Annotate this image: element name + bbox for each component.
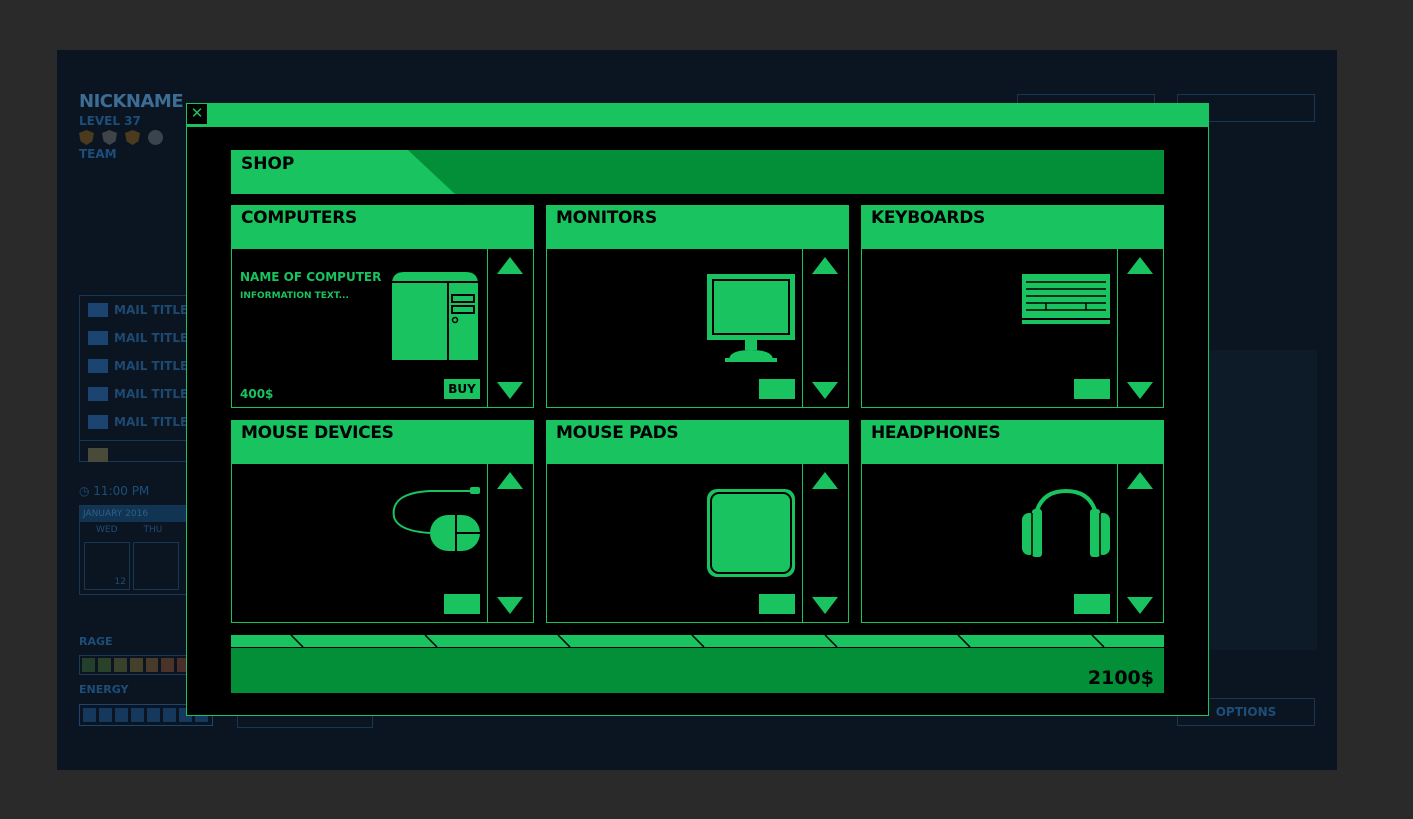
category-card-keyboards: KEYBOARDS bbox=[861, 205, 1164, 408]
envelope-icon bbox=[88, 303, 108, 317]
buy-button[interactable] bbox=[759, 379, 795, 399]
scroll-up-icon[interactable] bbox=[497, 472, 523, 489]
badge-row bbox=[79, 130, 163, 145]
card-scroll bbox=[802, 249, 848, 407]
shop-header: SHOP bbox=[231, 150, 1164, 194]
energy-bar bbox=[79, 704, 213, 726]
room-scene bbox=[1207, 350, 1317, 650]
badge-icon bbox=[125, 130, 140, 145]
buy-button[interactable] bbox=[444, 594, 480, 614]
calendar-day: THU bbox=[143, 525, 163, 535]
buy-button[interactable]: BUY bbox=[444, 379, 480, 399]
close-icon[interactable]: ✕ bbox=[186, 103, 208, 125]
envelope-icon bbox=[88, 331, 108, 345]
mail-panel: MAIL TITLE MAIL TITLE MAIL TITLE MAIL TI… bbox=[79, 295, 201, 462]
buy-button[interactable] bbox=[1074, 379, 1110, 399]
item-price: 400$ bbox=[240, 387, 274, 401]
card-title: HEADPHONES bbox=[871, 423, 1001, 443]
computer-tower-icon bbox=[392, 272, 478, 360]
card-header: HEADPHONES bbox=[862, 421, 1163, 464]
mail-title: MAIL TITLE bbox=[114, 303, 189, 317]
game-clock: ◷ 11:00 PM bbox=[79, 484, 150, 498]
mouse-icon bbox=[392, 487, 480, 551]
card-title: MONITORS bbox=[556, 208, 657, 228]
card-scroll bbox=[487, 249, 533, 407]
keyboard-icon bbox=[1022, 274, 1110, 324]
monitor-icon bbox=[707, 274, 795, 362]
category-card-headphones: HEADPHONES bbox=[861, 420, 1164, 623]
energy-label: ENERGY bbox=[79, 683, 129, 696]
scroll-down-icon[interactable] bbox=[1127, 597, 1153, 614]
scroll-down-icon[interactable] bbox=[497, 382, 523, 399]
calendar-month: JANUARY 2016 bbox=[80, 506, 190, 522]
calendar-date: 12 bbox=[114, 577, 126, 587]
calendar-cell bbox=[133, 542, 179, 590]
shop-modal: ✕ SHOP COMPUTERS NAME OF COMPUTER INFORM… bbox=[186, 103, 1209, 716]
mail-compose[interactable] bbox=[80, 440, 200, 469]
calendar-cell: 12 bbox=[84, 542, 130, 590]
segment-dividers bbox=[290, 635, 1105, 647]
envelope-icon bbox=[88, 415, 108, 429]
shop-footer: 2100$ bbox=[231, 648, 1164, 693]
card-header: MOUSE DEVICES bbox=[232, 421, 533, 464]
card-scroll bbox=[487, 464, 533, 622]
mail-title: MAIL TITLE bbox=[114, 387, 189, 401]
mail-title: MAIL TITLE bbox=[114, 415, 189, 429]
card-header: MOUSE PADS bbox=[547, 421, 848, 464]
calendar-day: WED bbox=[96, 525, 118, 535]
scroll-down-icon[interactable] bbox=[1127, 382, 1153, 399]
item-info: INFORMATION TEXT... bbox=[240, 291, 349, 301]
category-card-mouse-pads: MOUSE PADS bbox=[546, 420, 849, 623]
scroll-down-icon[interactable] bbox=[812, 597, 838, 614]
rage-label: RAGE bbox=[79, 635, 113, 648]
scroll-down-icon[interactable] bbox=[812, 382, 838, 399]
envelope-icon bbox=[88, 448, 108, 462]
mail-item[interactable]: MAIL TITLE bbox=[80, 380, 200, 408]
scroll-up-icon[interactable] bbox=[812, 472, 838, 489]
badge-icon bbox=[79, 130, 94, 145]
mouse-pad-icon bbox=[707, 489, 795, 577]
card-scroll bbox=[802, 464, 848, 622]
player-team: TEAM bbox=[79, 147, 117, 161]
calendar: JANUARY 2016 WED THU 12 bbox=[79, 505, 191, 595]
player-nickname: NICKNAME bbox=[79, 91, 184, 112]
shop-title: SHOP bbox=[241, 154, 295, 174]
envelope-icon bbox=[88, 387, 108, 401]
card-scroll bbox=[1117, 464, 1163, 622]
item-name: NAME OF COMPUTER bbox=[240, 270, 382, 284]
card-title: KEYBOARDS bbox=[871, 208, 985, 228]
mail-item[interactable]: MAIL TITLE bbox=[80, 324, 200, 352]
mail-item[interactable]: MAIL TITLE bbox=[80, 352, 200, 380]
scroll-up-icon[interactable] bbox=[812, 257, 838, 274]
badge-icon bbox=[148, 130, 163, 145]
scroll-up-icon[interactable] bbox=[1127, 472, 1153, 489]
category-card-monitors: MONITORS bbox=[546, 205, 849, 408]
card-header: MONITORS bbox=[547, 206, 848, 249]
category-card-computers: COMPUTERS NAME OF COMPUTER INFORMATION T… bbox=[231, 205, 534, 408]
mail-title: MAIL TITLE bbox=[114, 359, 189, 373]
card-header: COMPUTERS bbox=[232, 206, 533, 249]
clock-time: 11:00 PM bbox=[93, 484, 150, 498]
envelope-icon bbox=[88, 359, 108, 373]
mail-item[interactable]: MAIL TITLE bbox=[80, 408, 200, 436]
mail-title: MAIL TITLE bbox=[114, 331, 189, 345]
category-card-mouse-devices: MOUSE DEVICES bbox=[231, 420, 534, 623]
segment-strip bbox=[231, 635, 1164, 647]
scroll-up-icon[interactable] bbox=[1127, 257, 1153, 274]
card-title: MOUSE DEVICES bbox=[241, 423, 394, 443]
modal-titlebar bbox=[187, 104, 1208, 127]
card-scroll bbox=[1117, 249, 1163, 407]
total-money: 2100$ bbox=[1087, 667, 1154, 689]
buy-button[interactable] bbox=[1074, 594, 1110, 614]
scroll-up-icon[interactable] bbox=[497, 257, 523, 274]
scroll-down-icon[interactable] bbox=[497, 597, 523, 614]
card-header: KEYBOARDS bbox=[862, 206, 1163, 249]
buy-button[interactable] bbox=[759, 594, 795, 614]
player-level: LEVEL 37 bbox=[79, 114, 141, 128]
card-title: MOUSE PADS bbox=[556, 423, 679, 443]
card-title: COMPUTERS bbox=[241, 208, 357, 228]
headphones-icon bbox=[1022, 488, 1110, 557]
badge-icon bbox=[102, 130, 117, 145]
mail-item[interactable]: MAIL TITLE bbox=[80, 296, 200, 324]
